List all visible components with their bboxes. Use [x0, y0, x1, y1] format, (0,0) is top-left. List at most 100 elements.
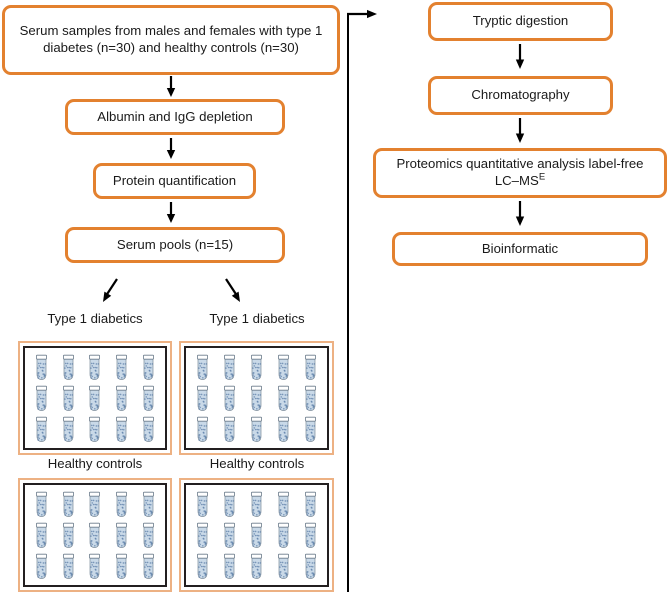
box-serum-samples-label: Serum samples from males and females wit… — [19, 23, 323, 55]
sample-tube — [223, 353, 236, 381]
sample-tube — [223, 415, 236, 443]
box-albumin-depletion: Albumin and IgG depletion — [65, 99, 285, 135]
sample-tube — [304, 552, 317, 580]
sample-tube — [88, 353, 101, 381]
arrow-down-1 — [166, 76, 176, 97]
sample-tube — [304, 415, 317, 443]
arrow-down-6 — [515, 201, 525, 226]
sample-tube — [35, 415, 48, 443]
sample-tube — [62, 521, 75, 549]
sample-tube — [62, 415, 75, 443]
box-protein-quantification: Protein quantification — [93, 163, 256, 199]
box-tryptic-digestion-label: Tryptic digestion — [472, 13, 569, 29]
sample-tube — [142, 415, 155, 443]
sample-tube — [196, 353, 209, 381]
sample-tube — [115, 490, 128, 518]
sample-tube — [196, 552, 209, 580]
sample-tube — [277, 521, 290, 549]
sample-tube — [142, 384, 155, 412]
sample-tube — [88, 521, 101, 549]
rack-top-right — [179, 341, 334, 455]
box-serum-pools-label: Serum pools (n=15) — [116, 236, 234, 252]
box-proteomics-analysis-line2: LC–MSE — [494, 171, 546, 190]
sample-tube — [277, 415, 290, 443]
connector-arrow-right — [347, 9, 377, 19]
arrow-branch-left — [103, 278, 118, 302]
sample-tube — [35, 353, 48, 381]
box-chromatography: Chromatography — [428, 76, 613, 115]
sample-tube — [250, 490, 263, 518]
rack-top-left-label: Type 1 diabetics — [47, 311, 143, 326]
rack-bottom-right — [179, 478, 334, 592]
sample-tube — [35, 384, 48, 412]
sample-tube — [223, 490, 236, 518]
sample-tube — [115, 521, 128, 549]
sample-tube — [304, 521, 317, 549]
box-bioinformatic: Bioinformatic — [392, 232, 648, 266]
rack-top-left-grid — [23, 346, 167, 450]
arrow-down-4 — [515, 44, 525, 69]
sample-tube — [250, 521, 263, 549]
box-proteomics-analysis-line2-base: LC–MS — [494, 173, 539, 188]
sample-tube — [115, 353, 128, 381]
box-chromatography-label: Chromatography — [471, 87, 570, 103]
arrow-down-3 — [166, 202, 176, 223]
sample-tube — [196, 415, 209, 443]
sample-tube — [277, 384, 290, 412]
sample-tube — [304, 490, 317, 518]
sample-tube — [142, 490, 155, 518]
box-serum-samples: Serum samples from males and females wit… — [2, 5, 340, 75]
box-protein-quantification-label: Protein quantification — [112, 172, 237, 188]
sample-tube — [277, 552, 290, 580]
connector-vertical-line — [347, 14, 350, 592]
arrow-down-5 — [515, 118, 525, 143]
sample-tube — [250, 384, 263, 412]
sample-tube — [277, 490, 290, 518]
rack-bottom-right-grid — [184, 483, 329, 587]
rack-top-right-grid — [184, 346, 329, 450]
sample-tube — [62, 353, 75, 381]
sample-tube — [196, 490, 209, 518]
rack-bottom-right-label: Healthy controls — [209, 456, 305, 471]
sample-tube — [88, 384, 101, 412]
sample-tube — [88, 415, 101, 443]
sample-tube — [115, 384, 128, 412]
sample-tube — [115, 552, 128, 580]
box-proteomics-analysis-line1: Proteomics quantitative analysis label-f… — [396, 156, 644, 172]
rack-bottom-left-grid — [23, 483, 167, 587]
sample-tube — [277, 353, 290, 381]
sample-tube — [250, 353, 263, 381]
sample-tube — [88, 552, 101, 580]
box-tryptic-digestion: Tryptic digestion — [428, 2, 613, 41]
sample-tube — [115, 415, 128, 443]
sample-tube — [250, 415, 263, 443]
sample-tube — [142, 521, 155, 549]
sample-tube — [142, 552, 155, 580]
sample-tube — [196, 521, 209, 549]
sample-tube — [62, 384, 75, 412]
box-proteomics-analysis: Proteomics quantitative analysis label-f… — [373, 148, 667, 198]
sample-tube — [142, 353, 155, 381]
box-proteomics-analysis-line2-superscript: E — [538, 171, 546, 183]
sample-tube — [35, 490, 48, 518]
sample-tube — [250, 552, 263, 580]
rack-top-left — [18, 341, 172, 455]
sample-tube — [223, 552, 236, 580]
sample-tube — [35, 521, 48, 549]
sample-tube — [304, 353, 317, 381]
arrow-down-2 — [166, 138, 176, 159]
sample-tube — [62, 552, 75, 580]
sample-tube — [304, 384, 317, 412]
sample-tube — [35, 552, 48, 580]
sample-tube — [62, 490, 75, 518]
sample-tube — [196, 384, 209, 412]
rack-bottom-left — [18, 478, 172, 592]
rack-top-right-label: Type 1 diabetics — [209, 311, 305, 326]
box-serum-pools: Serum pools (n=15) — [65, 227, 285, 263]
box-bioinformatic-label: Bioinformatic — [481, 240, 559, 256]
rack-bottom-left-label: Healthy controls — [47, 456, 143, 471]
sample-tube — [223, 384, 236, 412]
sample-tube — [88, 490, 101, 518]
sample-tube — [223, 521, 236, 549]
